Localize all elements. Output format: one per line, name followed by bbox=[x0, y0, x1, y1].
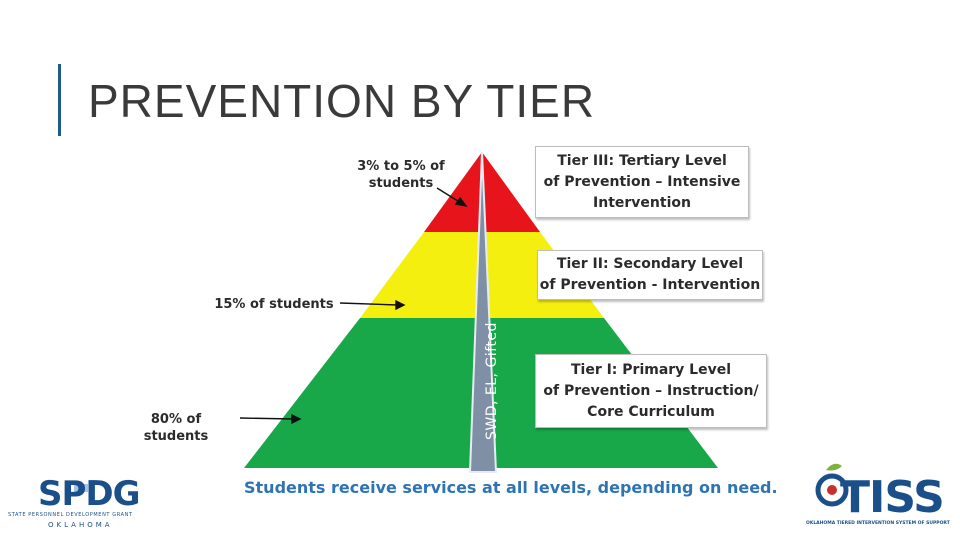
spdg-state: OKLAHOMA bbox=[48, 521, 113, 529]
slide-title: PREVENTION BY TIER bbox=[88, 75, 596, 127]
tier-2-box-line-2: of Prevention - Intervention bbox=[539, 277, 761, 293]
tier-3-box-line-3: Intervention bbox=[593, 194, 691, 211]
tier-3-box-line-1: Tier III: Tertiary Level bbox=[557, 152, 727, 169]
title-accent-bar bbox=[58, 64, 61, 136]
tier-2-box-line-1: Tier II: Secondary Level bbox=[556, 256, 744, 272]
apple-icon bbox=[815, 463, 849, 507]
spdg-wordmark: SPDG bbox=[38, 474, 141, 514]
tier-1-box-line-1: Tier I: Primary Level bbox=[570, 361, 732, 378]
tier-1-description-box: Tier I: Primary Level of Prevention – In… bbox=[535, 354, 767, 428]
tier-3-share-label: 3% to 5% of students bbox=[356, 158, 446, 192]
spdg-subtitle: STATE PERSONNEL DEVELOPMENT GRANT bbox=[8, 512, 133, 518]
tier-3-share-line-2: students bbox=[368, 176, 434, 191]
pyramid-footnote: Students receive services at all levels,… bbox=[244, 478, 778, 497]
spdg-logo: SPDG STATE PERSONNEL DEVELOPMENT GRANT O… bbox=[6, 474, 148, 536]
tier-1-share-label: 80% of students bbox=[118, 411, 234, 445]
tiss-wordmark: TISS bbox=[840, 472, 945, 523]
tier-2-share-label: 15% of students bbox=[214, 296, 334, 313]
tier-1-share-line-1: 80% of students bbox=[143, 412, 209, 444]
tier-3-box-line-2: of Prevention – Intensive bbox=[543, 173, 741, 190]
tier-2-description-box: Tier II: Secondary Level of Prevention -… bbox=[537, 250, 763, 300]
tier-1-box-line-2: of Prevention – Instruction/ bbox=[543, 382, 759, 399]
tier-1-box-line-3: Core Curriculum bbox=[587, 403, 715, 420]
arrow-tier-3 bbox=[436, 187, 468, 208]
tier-2-share-line-1: 15% of students bbox=[214, 297, 334, 312]
subgroup-label: SWD, EL, Gifted bbox=[484, 322, 500, 440]
subgroup-band bbox=[468, 151, 498, 473]
tier-3-description-box: Tier III: Tertiary Level of Prevention –… bbox=[535, 146, 749, 218]
tiss-logo: TISS OKLAHOMA TIERED INTERVENTION SYSTEM… bbox=[804, 460, 950, 530]
arrow-tier-1 bbox=[239, 413, 302, 425]
tiss-subtitle: OKLAHOMA TIERED INTERVENTION SYSTEM OF S… bbox=[806, 521, 950, 526]
arrow-tier-2 bbox=[339, 299, 406, 311]
oklahoma-shape-icon bbox=[74, 484, 88, 492]
tier-3-share-line-1: 3% to 5% of bbox=[357, 159, 445, 174]
